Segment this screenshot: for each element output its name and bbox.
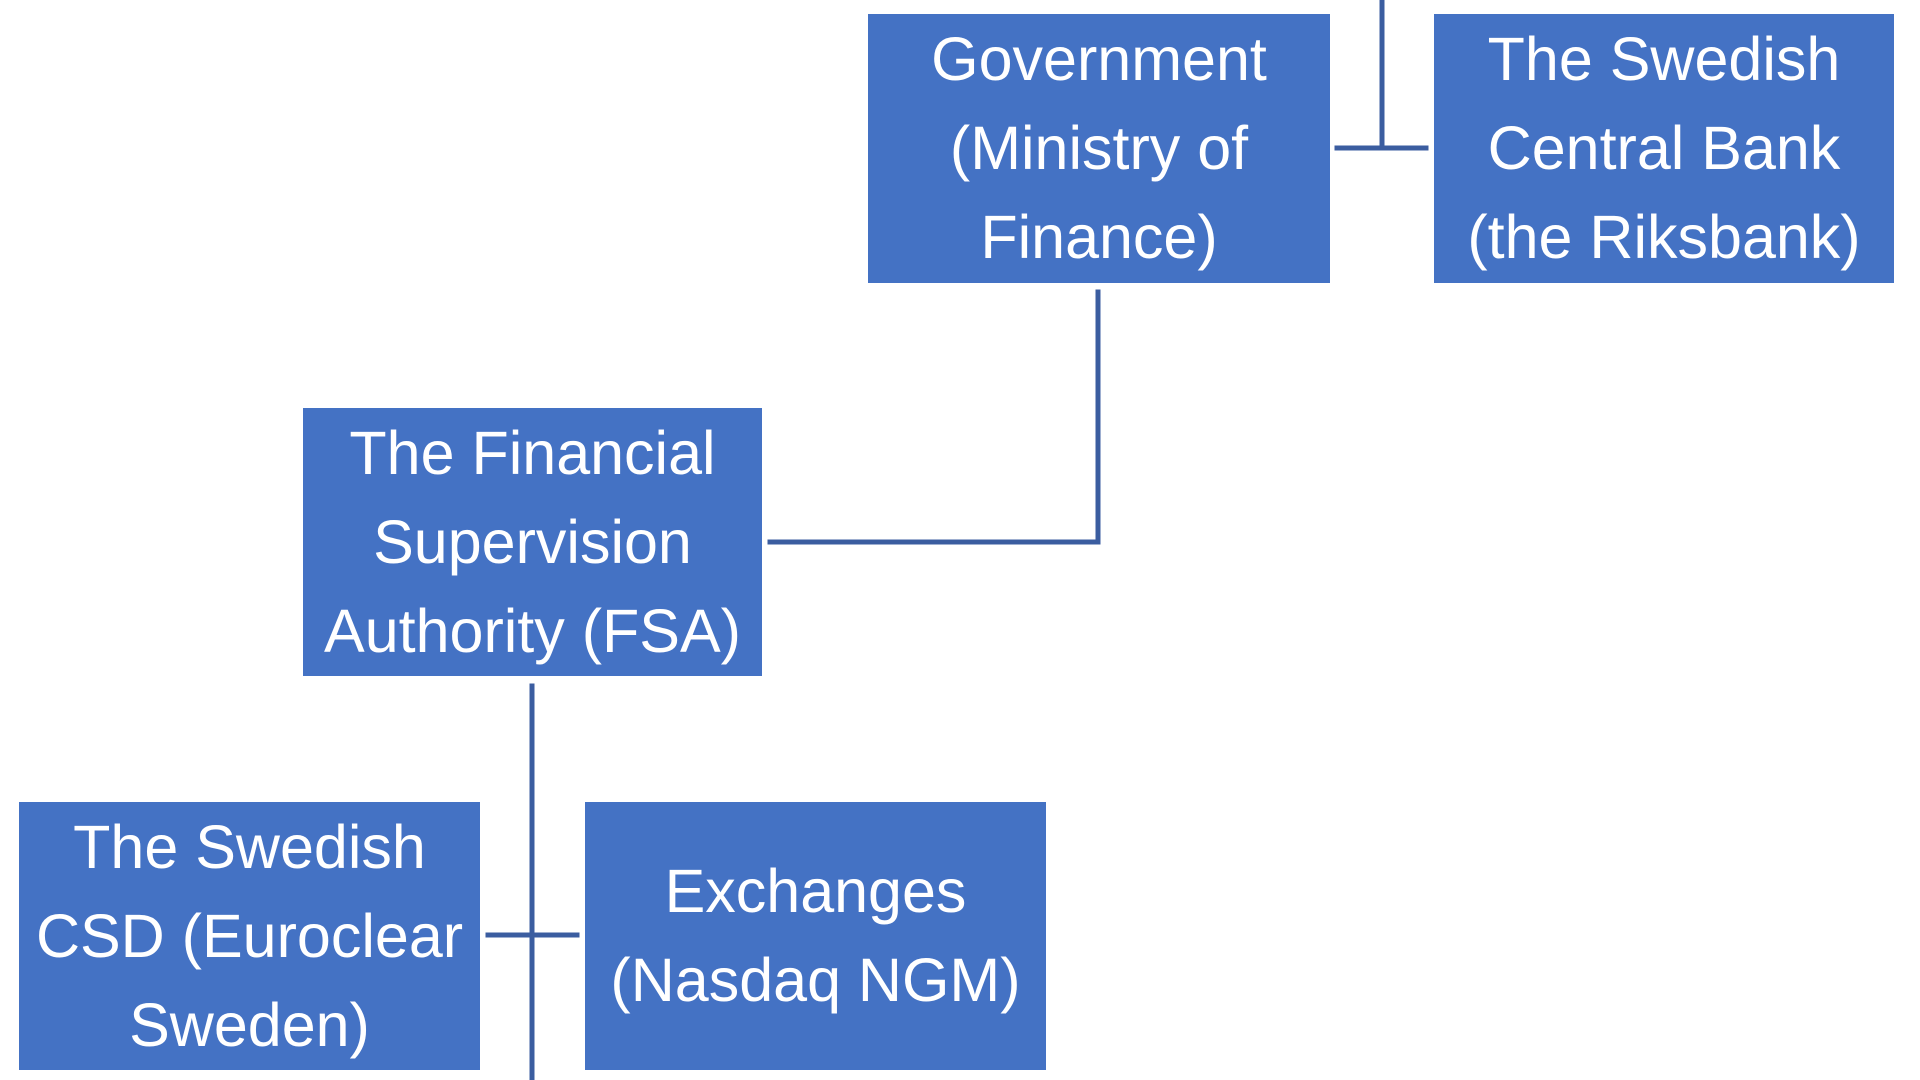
csd-line-1: The Swedish bbox=[73, 812, 426, 881]
exchanges-box: Exchanges (Nasdaq NGM) bbox=[585, 802, 1046, 1070]
riksbank-line-1: The Swedish bbox=[1487, 25, 1841, 93]
csd-box: The Swedish CSD (Euroclear Sweden) bbox=[19, 802, 480, 1070]
government-line-3: Finance) bbox=[980, 203, 1218, 271]
government-box: Government (Ministry of Finance) bbox=[868, 14, 1330, 283]
fsa-line-1: The Financial bbox=[349, 418, 716, 487]
government-line-2: (Ministry of bbox=[949, 114, 1249, 182]
riksbank-line-3: (the Riksbank) bbox=[1467, 203, 1861, 271]
csd-line-2: CSD (Euroclear bbox=[35, 901, 464, 970]
exchanges-line-2: (Nasdaq NGM) bbox=[610, 946, 1021, 1014]
fsa-line-2: Supervision bbox=[373, 507, 692, 576]
exchanges-line-1: Exchanges bbox=[664, 857, 967, 925]
riksbank-line-2: Central Bank bbox=[1487, 114, 1841, 182]
fsa-box: The Financial Supervision Authority (FSA… bbox=[303, 408, 762, 676]
government-line-1: Government bbox=[931, 25, 1267, 93]
csd-line-3: Sweden) bbox=[129, 990, 370, 1059]
fsa-line-3: Authority (FSA) bbox=[324, 596, 741, 665]
connector-government-fsa bbox=[767, 289, 1101, 545]
riksbank-box: The Swedish Central Bank (the Riksbank) bbox=[1434, 14, 1894, 283]
